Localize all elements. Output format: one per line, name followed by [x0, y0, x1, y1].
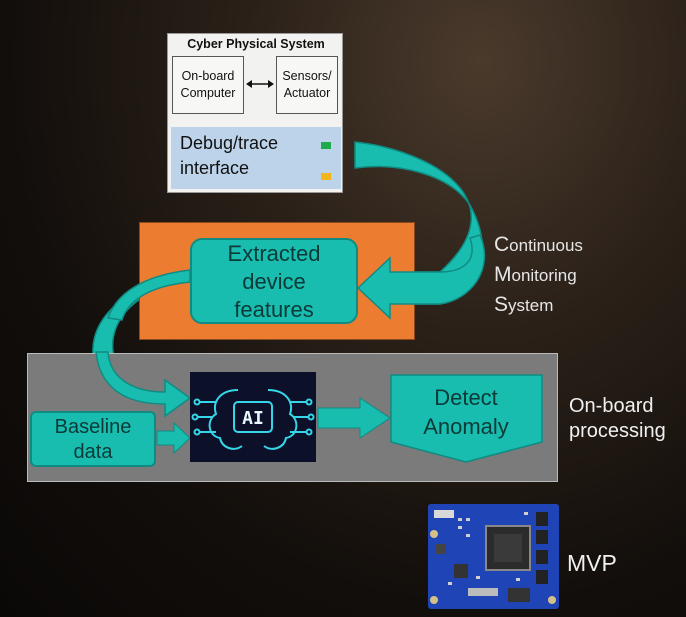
sensors-actuator-box: Sensors/Actuator [276, 56, 338, 114]
cms-line1-rest: ontinuous [509, 236, 583, 255]
cms-line2-initial: M [494, 263, 512, 286]
detect-line2: Anomaly [423, 414, 509, 439]
ai-brain-icon: AI [191, 389, 315, 450]
cps-title: Cyber Physical System [187, 37, 325, 51]
onboard-proc-line1: On-board [569, 395, 654, 417]
mvp-label: MVP [567, 550, 617, 576]
features-to-ai-arrow-lower [95, 351, 192, 418]
circuit-board-icon [428, 504, 559, 609]
sensors-line1: Sensors/ [282, 69, 332, 83]
features-arrow-head [356, 234, 486, 320]
cms-line2-rest: onitoring [511, 266, 577, 285]
ai-model-box: AI [190, 372, 316, 462]
debug-line1: Debug/trace [180, 133, 279, 153]
baseline-data-box: Baseline data [30, 411, 156, 467]
features-arrow-tail [106, 269, 191, 321]
onboard-line1: On-board [181, 69, 235, 83]
detect-line1: Detect [434, 385, 498, 410]
baseline-line2: data [73, 441, 113, 463]
baseline-to-ai-arrow [156, 421, 191, 455]
ai-to-detect-arrow [317, 397, 391, 439]
cms-line1-initial: C [494, 233, 510, 256]
extracted-device-features-box: Extracted device features [190, 238, 358, 324]
features-line1: Extracted [227, 241, 321, 266]
onboard-proc-line2: processing [569, 420, 666, 442]
debug-line2: interface [180, 158, 250, 178]
ai-label: AI [242, 408, 264, 429]
cms-line3-rest: ystem [508, 296, 554, 315]
features-line3: features [234, 297, 314, 322]
continuous-monitoring-system-label: Continuous Monitoring System [494, 230, 583, 320]
sensors-line2: Actuator [283, 86, 331, 100]
onboard-line2: Computer [180, 86, 236, 100]
features-line2: device [242, 269, 306, 294]
onboard-processing-label: On-board processing [569, 394, 666, 444]
cms-line3-initial: S [494, 293, 509, 316]
debug-trace-interface-box: Debug/trace interface [171, 127, 341, 189]
green-indicator-icon [321, 142, 331, 149]
yellow-indicator-icon [321, 173, 331, 180]
detect-anomaly-label: Detect Anomaly [390, 383, 542, 441]
baseline-line1: Baseline [54, 416, 132, 438]
detect-anomaly-box [390, 374, 543, 463]
mvp-board-image [428, 504, 559, 609]
bidirectional-arrow-icon [246, 80, 274, 88]
